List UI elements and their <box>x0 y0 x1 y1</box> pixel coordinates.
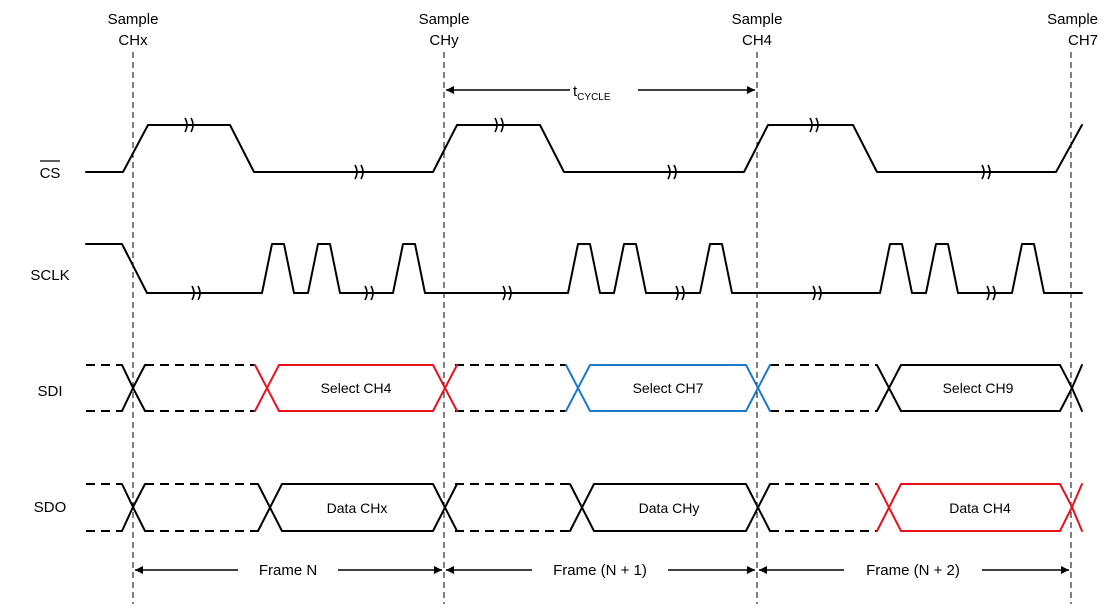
signal-labels: CS SCLK SDI SDO <box>30 160 70 516</box>
sample-labels: Sample CHx Sample CHy Sample CH4 Sample … <box>108 11 1098 49</box>
cs-waveform <box>85 117 1083 180</box>
signal-label-cs: CS <box>40 165 61 182</box>
sample-label-4-line1: Sample <box>1047 11 1098 28</box>
signal-label-sdo: SDO <box>34 499 67 516</box>
sample-label-2-line2: CHy <box>429 32 459 49</box>
tcycle-annotation: tCYCLE <box>446 83 755 103</box>
tcycle-label: tCYCLE <box>573 83 611 103</box>
sdi-bus-ch4 <box>254 364 458 412</box>
sdo-bus-chx <box>257 483 458 532</box>
frame-n-label: Frame N <box>259 562 317 579</box>
sample-label-1-line1: Sample <box>108 11 159 28</box>
sdo-bus-ch4 <box>876 483 1083 532</box>
break-mark <box>354 164 364 180</box>
break-mark <box>675 285 685 301</box>
break-mark <box>364 285 374 301</box>
sample-guides <box>132 52 1072 604</box>
sdo-crossing-start <box>121 483 146 532</box>
signal-label-sdi: SDI <box>37 383 62 400</box>
signal-label-sclk: SCLK <box>30 267 69 284</box>
break-mark <box>986 285 996 301</box>
frame-annotations: Frame N Frame (N + 1) Frame (N + 2) <box>135 562 1069 579</box>
break-mark <box>502 285 512 301</box>
sample-label-3-line2: CH4 <box>742 32 772 49</box>
cs-trace <box>85 124 1083 173</box>
sdo-bus-ch4-label: Data CH4 <box>949 500 1011 516</box>
break-mark <box>981 164 991 180</box>
break-mark <box>809 117 819 133</box>
break-mark <box>667 164 677 180</box>
frame-n1-label: Frame (N + 1) <box>553 562 647 579</box>
sdo-bus-chx-label: Data CHx <box>327 500 388 516</box>
sample-label-4-line2: CH7 <box>1068 32 1098 49</box>
sdi-crossing-start <box>121 364 146 412</box>
sdi-bus-ch7 <box>565 364 771 412</box>
frame-n2-label: Frame (N + 2) <box>866 562 960 579</box>
break-mark <box>494 117 504 133</box>
break-mark <box>812 285 822 301</box>
sdi-idle-lines <box>86 364 877 412</box>
sclk-waveform <box>85 243 1083 301</box>
sample-label-3-line1: Sample <box>732 11 783 28</box>
sclk-break-marks <box>191 285 996 301</box>
sdi-bus-ch9 <box>876 364 1083 412</box>
sdi-bus-ch7-label: Select CH7 <box>633 380 704 396</box>
sample-label-2-line1: Sample <box>419 11 470 28</box>
sdo-bus-chy-label: Data CHy <box>639 500 700 516</box>
sdi-bus: Select CH4 Select CH7 Select CH9 <box>86 364 1083 412</box>
sdi-bus-ch9-label: Select CH9 <box>943 380 1014 396</box>
sclk-trace <box>85 243 1083 294</box>
sdi-bus-ch4-label: Select CH4 <box>321 380 392 396</box>
cs-break-marks <box>184 117 991 180</box>
break-mark <box>191 285 201 301</box>
sdo-bus: Data CHx Data CHy Data CH4 <box>86 483 1083 532</box>
sdo-bus-chy <box>569 483 771 532</box>
break-mark <box>184 117 194 133</box>
sdo-idle-lines <box>86 483 877 532</box>
sample-label-1-line2: CHx <box>118 32 148 49</box>
